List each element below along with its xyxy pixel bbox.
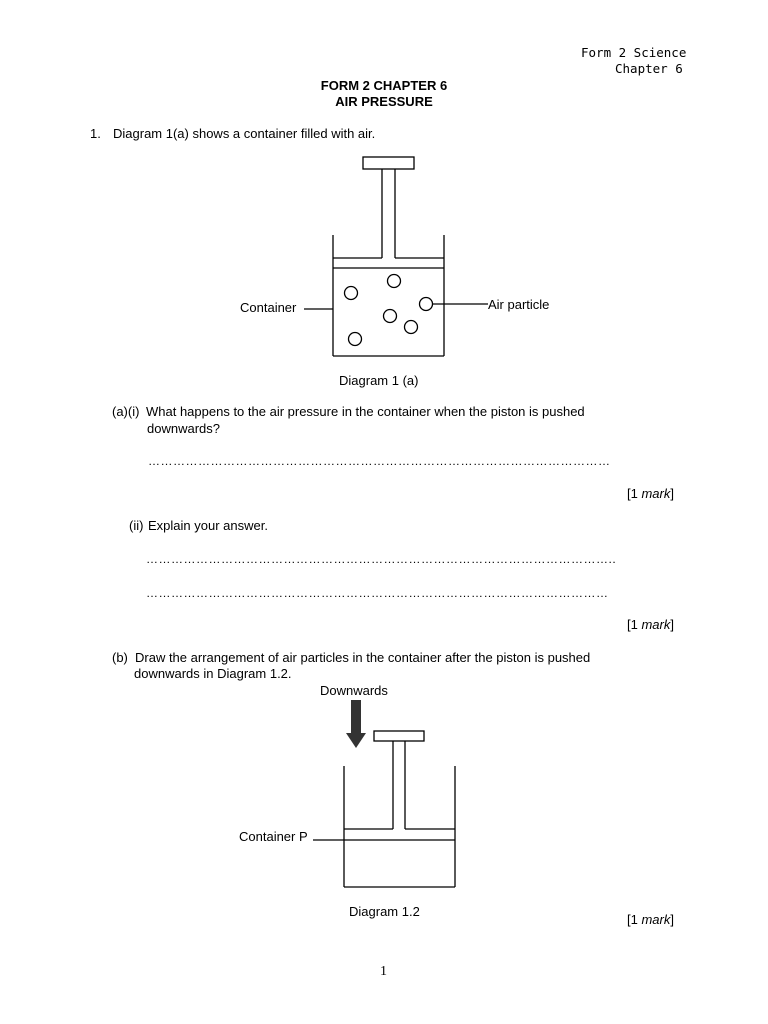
diagram-12-container-label: Container P: [239, 829, 308, 844]
diagram-12-downwards-label: Downwards: [320, 683, 388, 698]
part-a-ii-text: Explain your answer.: [148, 518, 268, 533]
diagram-1a-caption: Diagram 1 (a): [339, 373, 419, 388]
question-intro: Diagram 1(a) shows a container filled wi…: [113, 126, 376, 141]
air-particle: [386, 273, 402, 289]
air-particle: [403, 319, 419, 335]
air-particle: [382, 308, 398, 324]
header-subject: Form 2 Science: [581, 45, 687, 60]
part-a-ii-marks: [1 mark]: [627, 617, 674, 632]
part-a-ii-answer-line-1[interactable]: …………………………………………………………………………………………………..: [146, 552, 617, 566]
air-particle: [347, 331, 363, 347]
page-number: 1: [380, 964, 387, 979]
question-number: 1.: [90, 126, 101, 141]
page-title-line1: FORM 2 CHAPTER 6: [320, 78, 448, 93]
part-b-text-line1: Draw the arrangement of air particles in…: [135, 650, 591, 665]
part-a-i-text-line1: What happens to the air pressure in the …: [146, 404, 585, 419]
diagram-12-caption: Diagram 1.2: [349, 904, 420, 919]
header-chapter: Chapter 6: [615, 61, 683, 76]
page-title-line2: AIR PRESSURE: [335, 94, 433, 109]
piston-handle: [373, 730, 425, 742]
air-particle: [343, 285, 359, 301]
part-a-i-text-line2: downwards?: [147, 421, 220, 436]
part-a-i-label: (a)(i): [112, 404, 140, 419]
diagram-1a-container-label: Container: [240, 300, 297, 315]
part-a-i-marks: [1 mark]: [627, 486, 674, 501]
piston-handle: [362, 156, 415, 170]
diagram-1a-particle-label: Air particle: [488, 297, 550, 312]
part-b-label: (b): [112, 650, 128, 665]
part-b-text-line2: downwards in Diagram 1.2.: [134, 666, 292, 681]
part-a-ii-answer-line-2[interactable]: …………………………………………………………………………………………………: [146, 586, 609, 600]
part-a-i-answer-line[interactable]: …………………………………………………………………………………………………: [148, 454, 611, 468]
part-a-ii-label: (ii): [129, 518, 144, 533]
part-b-marks: [1 mark]: [627, 912, 674, 927]
down-arrow-icon: [346, 700, 366, 748]
